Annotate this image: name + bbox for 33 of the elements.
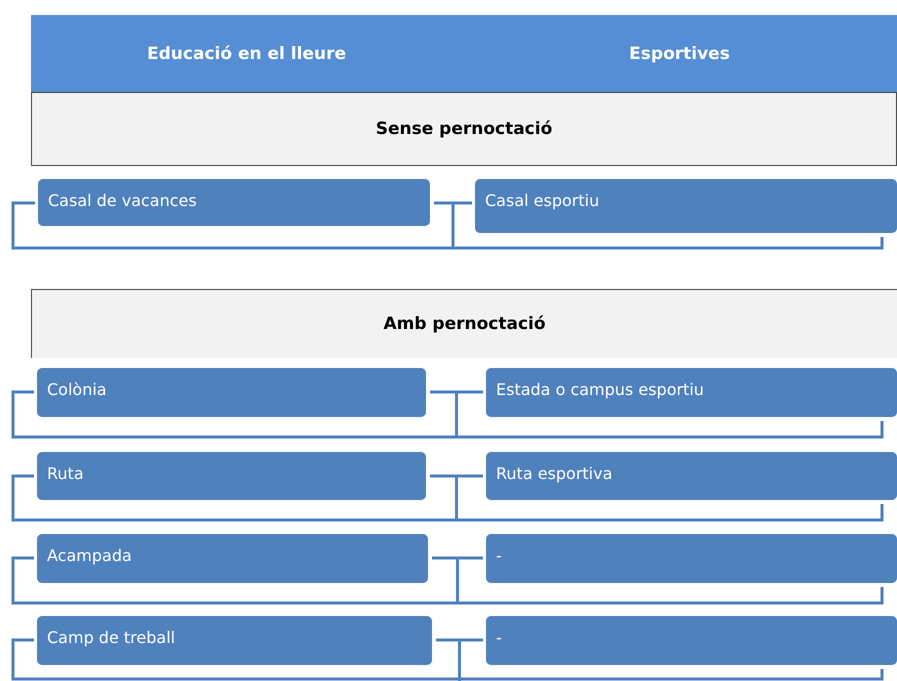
label-text: Ruta xyxy=(47,464,84,483)
activity-box xyxy=(486,534,897,583)
connector-line xyxy=(432,556,483,560)
label-text: Casal esportiu xyxy=(485,191,600,210)
activity-box xyxy=(37,368,426,417)
activity-box xyxy=(486,616,897,665)
connector-line xyxy=(430,474,483,478)
label-text: Colònia xyxy=(47,380,107,399)
activity-box xyxy=(486,368,897,417)
label-text: Acampada xyxy=(47,546,132,565)
header-cell xyxy=(31,15,462,92)
label-text: Estada o campus esportiu xyxy=(496,380,704,399)
label-text: Casal de vacances xyxy=(48,191,197,210)
label-text: Amb pernoctació xyxy=(383,314,546,334)
activity-box xyxy=(486,452,897,500)
label-text: Esportives xyxy=(629,44,730,64)
connector-line xyxy=(430,390,483,394)
connector-line xyxy=(436,638,483,642)
section-band xyxy=(31,289,897,358)
label-text: Sense pernoctació xyxy=(376,119,552,139)
activity-box xyxy=(475,179,897,233)
header-cell xyxy=(462,15,897,92)
activity-box xyxy=(37,534,428,583)
label-text: - xyxy=(496,628,502,647)
label-text: - xyxy=(496,546,502,565)
activity-box xyxy=(37,452,426,500)
section-band xyxy=(31,92,897,166)
label-text: Educació en el lleure xyxy=(147,44,346,64)
activity-box xyxy=(38,179,430,226)
connector-line xyxy=(434,202,472,204)
label-text: Ruta esportiva xyxy=(496,464,612,483)
activity-box xyxy=(37,616,432,665)
label-text: Camp de treball xyxy=(47,628,176,647)
